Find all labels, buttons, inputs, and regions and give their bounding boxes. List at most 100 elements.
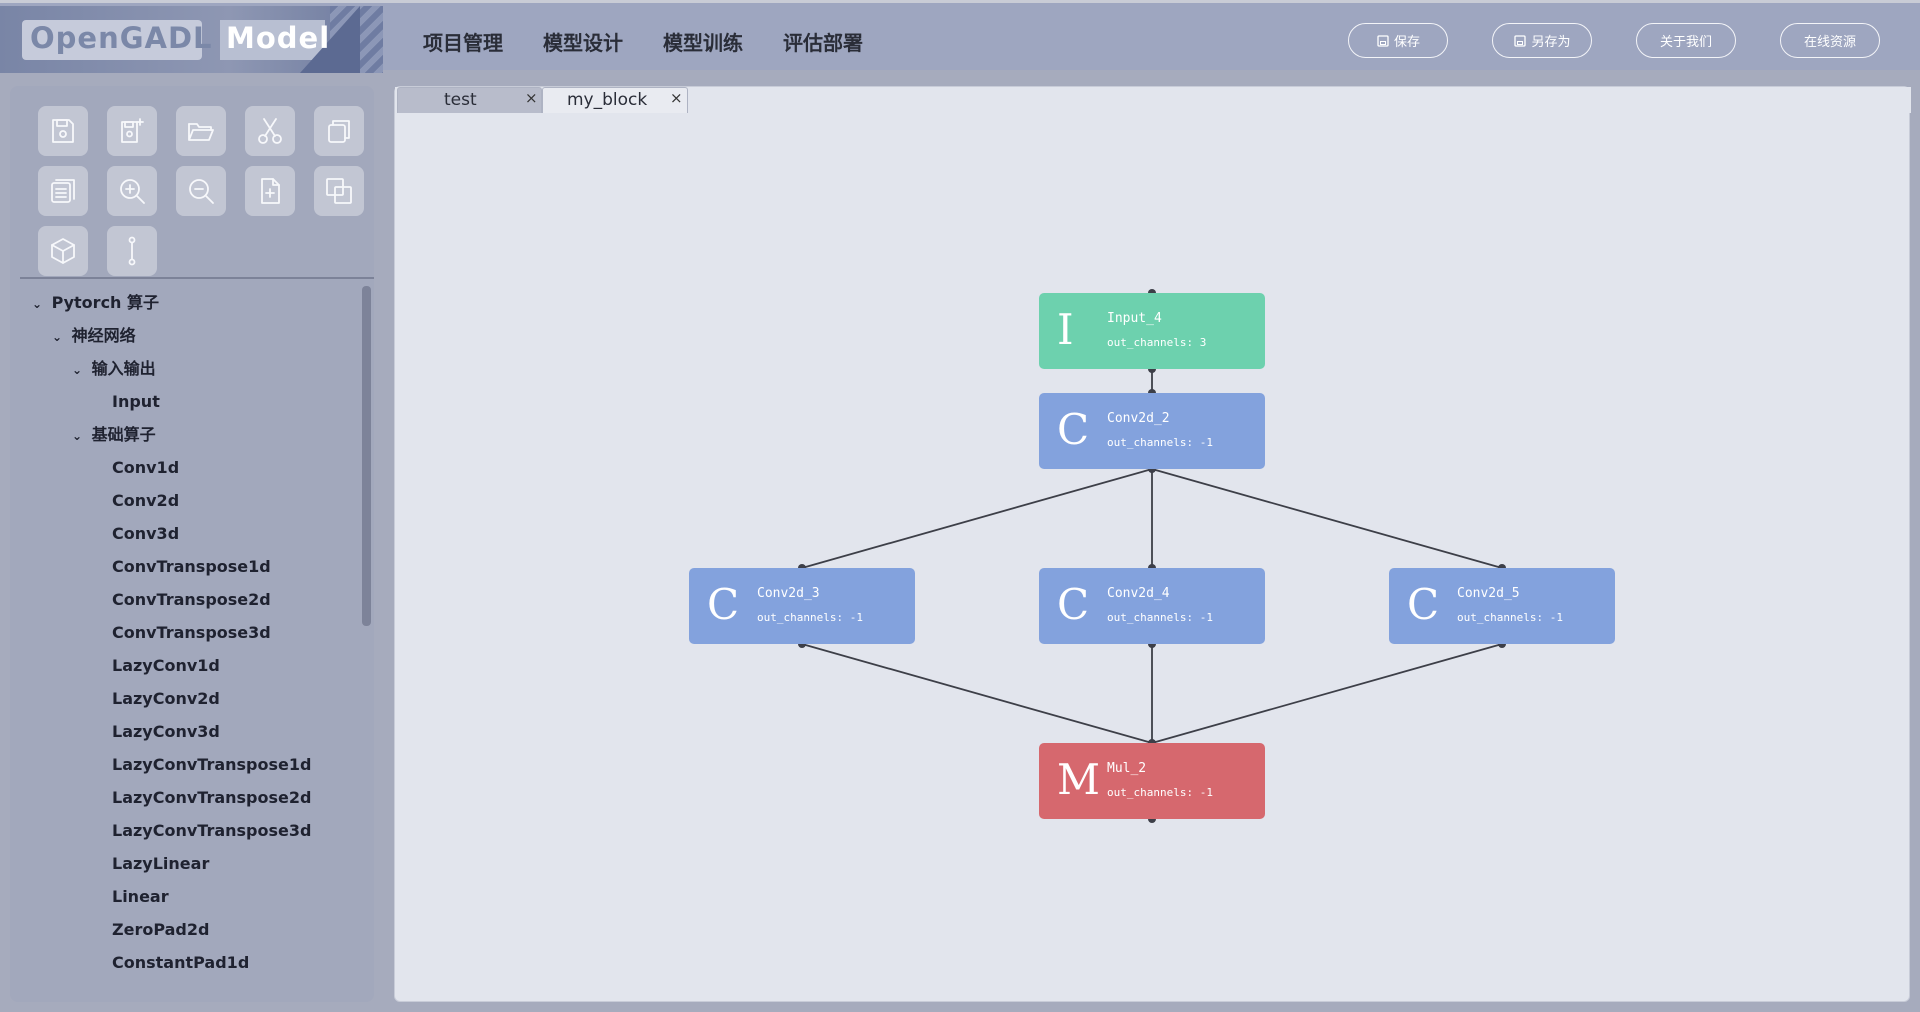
about-us-button[interactable]: 关于我们 <box>1636 23 1736 58</box>
tab-bar: test × my_block × <box>395 87 1911 113</box>
node-name: Input_4 <box>1107 311 1162 326</box>
graph-node-conv2d-3[interactable]: C Conv2d_3 out_channels: -1 <box>689 568 915 644</box>
paste-icon <box>51 179 75 203</box>
graph-node-conv2d-2[interactable]: C Conv2d_2 out_channels: -1 <box>1039 393 1265 469</box>
tree-item[interactable]: LazyConvTranspose2d <box>112 788 312 807</box>
save-button[interactable]: 保存 <box>1348 23 1448 58</box>
nav-model-training[interactable]: 模型训练 <box>663 31 743 55</box>
chevron-down-icon: ⌄ <box>72 363 83 377</box>
logo-text-right: Model <box>226 21 331 55</box>
tree-node-label: 基础算子 <box>91 425 156 444</box>
graph-node-conv2d-4[interactable]: C Conv2d_4 out_channels: -1 <box>1039 568 1265 644</box>
save-tool-button[interactable] <box>38 106 88 156</box>
tree-item[interactable]: ZeroPad2d <box>112 920 210 939</box>
app-logo: OpenGADL Model <box>0 6 383 73</box>
save-as-icon <box>1514 34 1527 47</box>
node-type-letter: M <box>1057 755 1101 804</box>
nav-model-design[interactable]: 模型设计 <box>543 31 623 55</box>
tree-item[interactable]: LazyConvTranspose3d <box>112 821 312 840</box>
cube-icon <box>51 238 75 264</box>
logo-text-left: OpenGADL <box>30 21 213 55</box>
tree-item[interactable]: ConvTranspose1d <box>112 557 271 576</box>
zoom-in-tool-button[interactable] <box>107 166 157 216</box>
open-tool-button[interactable] <box>176 106 226 156</box>
tree-node-label: 神经网络 <box>71 326 136 345</box>
main-nav: 项目管理 模型设计 模型训练 评估部署 <box>423 27 863 56</box>
node-out-channels: out_channels: -1 <box>757 611 863 624</box>
graph-node-input4[interactable]: I Input_4 out_channels: 3 <box>1039 293 1265 369</box>
editor-panel: test × my_block × I Input_4 out_channels… <box>394 86 1911 1002</box>
tree-item[interactable]: ConvTranspose2d <box>112 590 271 609</box>
tree-node-pytorch[interactable]: ⌄ Pytorch 算子 <box>32 286 159 319</box>
node-out-channels: out_channels: 3 <box>1107 336 1207 349</box>
tree-item[interactable]: LazyConv1d <box>112 656 220 675</box>
tab-label: test <box>444 90 477 110</box>
sidebar-divider <box>20 277 374 279</box>
tree-item[interactable]: Linear <box>112 887 169 906</box>
block-tool-button[interactable] <box>38 226 88 276</box>
tree-item[interactable]: Conv2d <box>112 491 180 510</box>
tab-test[interactable]: test × <box>397 87 542 113</box>
nav-evaluate-deploy[interactable]: 评估部署 <box>783 31 863 55</box>
graph-edge[interactable] <box>1151 643 1503 744</box>
node-type-letter: I <box>1057 305 1074 354</box>
tab-my-block[interactable]: my_block × <box>542 87 688 113</box>
chevron-down-icon: ⌄ <box>52 330 63 344</box>
save-new-icon <box>121 118 144 143</box>
paste-tool-button[interactable] <box>38 166 88 216</box>
zoom-out-icon <box>189 179 214 204</box>
node-out-channels: out_channels: -1 <box>1107 786 1213 799</box>
app-header: OpenGADL Model 项目管理 模型设计 模型训练 评估部署 保存 另存… <box>0 0 1920 73</box>
node-name: Mul_2 <box>1107 761 1147 776</box>
tree-item[interactable]: ConvTranspose3d <box>112 623 271 642</box>
chevron-down-icon: ⌄ <box>72 429 83 443</box>
tree-item-input[interactable]: Input <box>112 392 160 411</box>
save-icon <box>52 119 74 143</box>
graph-node-conv2d-5[interactable]: C Conv2d_5 out_channels: -1 <box>1389 568 1615 644</box>
node-type-letter: C <box>1407 580 1440 629</box>
zoom-in-icon <box>120 179 145 204</box>
save-as-button[interactable]: 另存为 <box>1492 23 1592 58</box>
graph-edge[interactable] <box>801 468 1153 569</box>
save-new-tool-button[interactable] <box>107 106 157 156</box>
cut-tool-button[interactable] <box>245 106 295 156</box>
model-canvas[interactable]: I Input_4 out_channels: 3 C Conv2d_2 out… <box>395 113 1909 1001</box>
online-resources-button[interactable]: 在线资源 <box>1780 23 1880 58</box>
copy-tool-button[interactable] <box>314 106 364 156</box>
tree-scrollbar[interactable] <box>362 286 371 626</box>
new-file-tool-button[interactable] <box>245 166 295 216</box>
tree-item[interactable]: ConstantPad1d <box>112 953 250 972</box>
node-type-letter: C <box>1057 405 1090 454</box>
node-out-channels: out_channels: -1 <box>1457 611 1563 624</box>
graph-node-mul-2[interactable]: M Mul_2 out_channels: -1 <box>1039 743 1265 819</box>
close-icon[interactable]: × <box>525 89 538 107</box>
duplicate-tool-button[interactable] <box>314 166 364 216</box>
tree-item[interactable]: LazyConv3d <box>112 722 220 741</box>
tree-node-neural-network[interactable]: ⌄ 神经网络 <box>52 319 136 352</box>
connector-icon <box>128 236 136 266</box>
chevron-down-icon: ⌄ <box>32 297 43 311</box>
tree-item[interactable]: LazyConvTranspose1d <box>112 755 312 774</box>
connector-tool-button[interactable] <box>107 226 157 276</box>
tree-node-input-output[interactable]: ⌄ 输入输出 <box>72 352 156 385</box>
node-out-channels: out_channels: -1 <box>1107 436 1213 449</box>
close-icon[interactable]: × <box>670 89 683 107</box>
zoom-out-tool-button[interactable] <box>176 166 226 216</box>
tree-item[interactable]: LazyConv2d <box>112 689 220 708</box>
new-file-icon <box>261 178 280 204</box>
tree-item[interactable]: LazyLinear <box>112 854 210 873</box>
graph-edges <box>798 289 1506 823</box>
tree-node-basic-operators[interactable]: ⌄ 基础算子 <box>72 418 156 451</box>
duplicate-icon <box>326 178 352 204</box>
tree-node-label: 输入输出 <box>91 359 156 378</box>
cut-icon <box>258 118 282 144</box>
graph-edge[interactable] <box>1151 468 1503 569</box>
tree-node-label: Pytorch 算子 <box>51 293 160 312</box>
tree-item[interactable]: Conv1d <box>112 458 180 477</box>
node-name: Conv2d_5 <box>1457 586 1520 601</box>
open-folder-icon <box>188 123 214 141</box>
graph-edge[interactable] <box>801 643 1153 744</box>
tree-item[interactable]: Conv3d <box>112 524 180 543</box>
node-type-letter: C <box>707 580 740 629</box>
nav-project-management[interactable]: 项目管理 <box>423 31 503 55</box>
